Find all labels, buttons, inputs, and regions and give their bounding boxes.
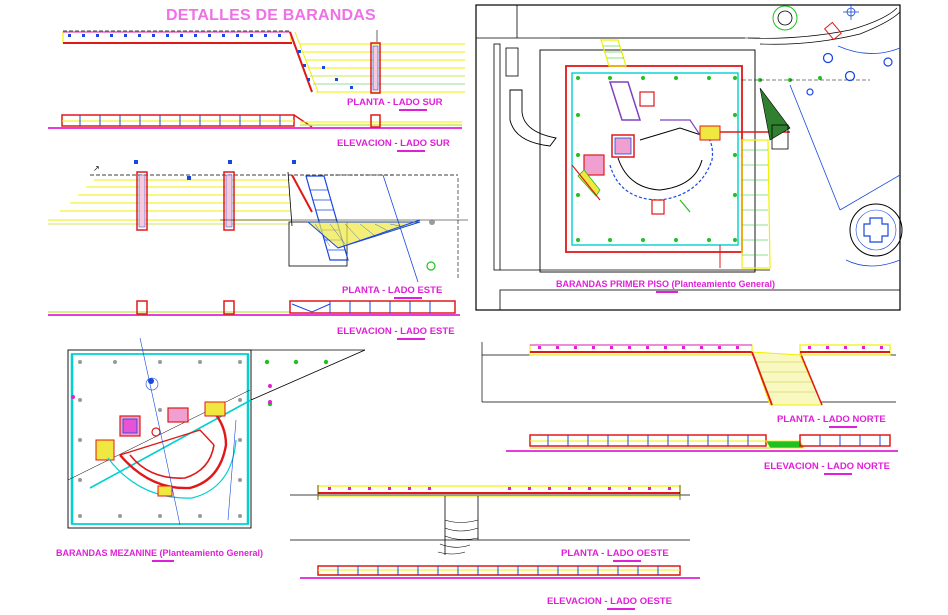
label-elevacion-lado-oeste: ELEVACION - LADO OESTE bbox=[547, 596, 672, 610]
label-elevacion-lado-sur: ELEVACION - LADO SUR bbox=[337, 138, 450, 152]
sheet-title: DETALLES DE BARANDAS bbox=[166, 7, 376, 24]
label-barandas-mezanine: BARANDAS MEZANINE (Planteamiento General… bbox=[56, 548, 263, 562]
label-planta-lado-oeste: PLANTA - LADO OESTE bbox=[561, 548, 669, 562]
planta-lado-sur-drawing bbox=[62, 30, 465, 94]
label-barandas-primer-piso: BARANDAS PRIMER PISO (Planteamiento Gene… bbox=[556, 279, 775, 293]
elevacion-lado-oeste-drawing bbox=[300, 565, 700, 579]
label-planta-lado-norte: PLANTA - LADO NORTE bbox=[777, 414, 886, 428]
svg-text:↗: ↗ bbox=[93, 164, 100, 173]
planta-lado-oeste-drawing bbox=[290, 485, 690, 555]
barandas-mezanine-plan bbox=[67, 337, 366, 529]
elevacion-lado-sur-drawing bbox=[48, 114, 462, 129]
label-elevacion-lado-este: ELEVACION - LADO ESTE bbox=[337, 326, 455, 340]
elevacion-lado-este-drawing bbox=[48, 300, 460, 316]
planta-lado-este-drawing: ↗ bbox=[48, 160, 468, 283]
barandas-primer-piso-plan bbox=[475, 4, 903, 311]
elevacion-lado-norte-drawing bbox=[506, 434, 898, 452]
label-planta-lado-sur: PLANTA - LADO SUR bbox=[347, 97, 443, 111]
label-planta-lado-este: PLANTA - LADO ESTE bbox=[342, 285, 442, 299]
planta-lado-norte-drawing bbox=[481, 342, 896, 406]
label-elevacion-lado-norte: ELEVACION - LADO NORTE bbox=[764, 461, 890, 475]
